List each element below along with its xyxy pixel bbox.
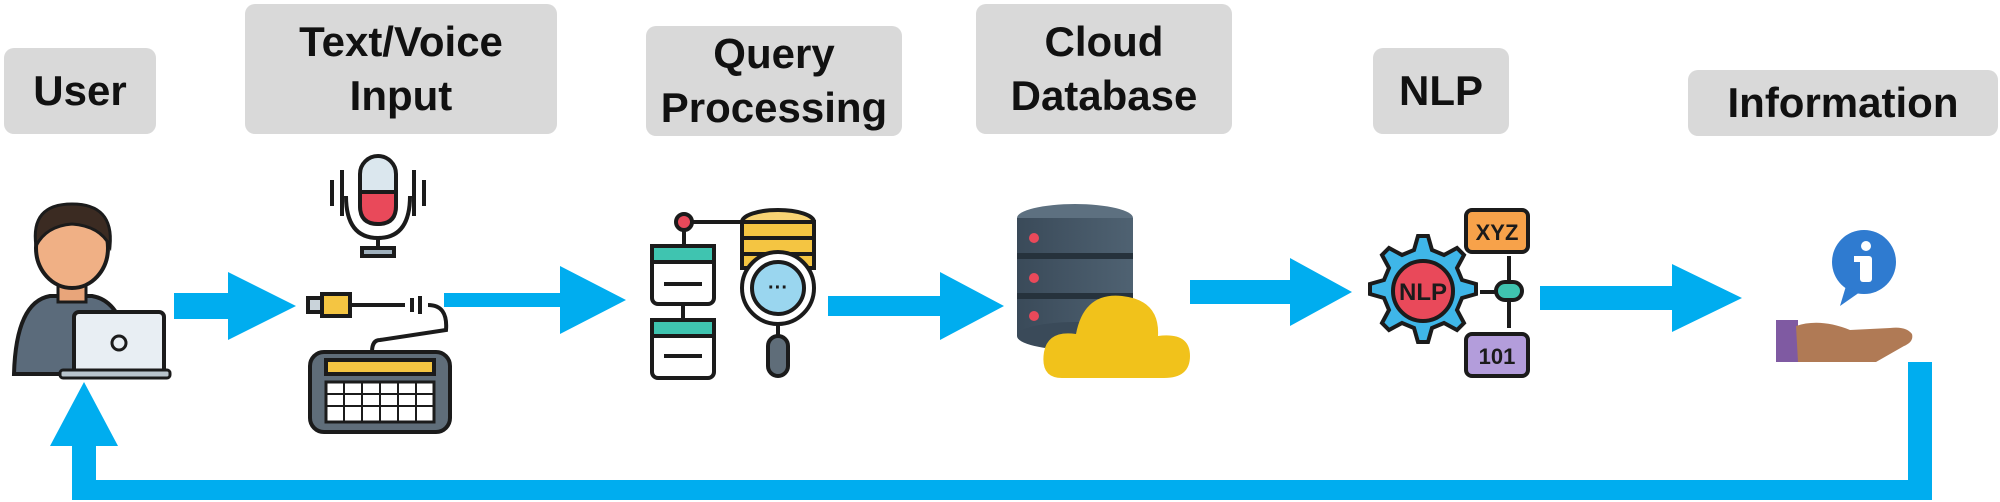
- info-hand-icon: [1776, 230, 1913, 362]
- arrow-query-to-cloud: [828, 272, 1004, 340]
- svg-text:···: ···: [768, 277, 788, 299]
- arrow-cloud-to-nlp: [1190, 258, 1352, 326]
- arrow-user-to-input: [174, 272, 296, 340]
- keyboard-icon: [306, 292, 452, 434]
- nlp-gear-icon: NLP XYZ 101: [1368, 208, 1530, 378]
- step-label-text-voice-input: Text/Voice Input: [245, 4, 557, 134]
- query-search-icon: ···: [650, 208, 816, 380]
- step-label-information: Information: [1688, 70, 1998, 136]
- arrow-input-to-query: [444, 266, 626, 334]
- arrow-nlp-to-info: [1540, 264, 1742, 332]
- nlp-bottom-bubble-text: 101: [1479, 344, 1516, 369]
- user-laptop-icon: [11, 202, 172, 380]
- step-label-nlp: NLP: [1373, 48, 1509, 134]
- flow-arrows: [50, 258, 1932, 500]
- step-label-user: User: [4, 48, 156, 134]
- step-label-cloud-database: Cloud Database: [976, 4, 1232, 134]
- step-label-query-processing: Query Processing: [646, 26, 902, 136]
- nlp-gear-text: NLP: [1399, 279, 1447, 306]
- feedback-loop-arrow: [72, 362, 1932, 500]
- microphone-icon: [330, 154, 426, 258]
- feedback-arrowhead: [50, 382, 118, 446]
- nlp-top-bubble-text: XYZ: [1476, 220, 1519, 245]
- cloud-database-icon: [1017, 204, 1190, 378]
